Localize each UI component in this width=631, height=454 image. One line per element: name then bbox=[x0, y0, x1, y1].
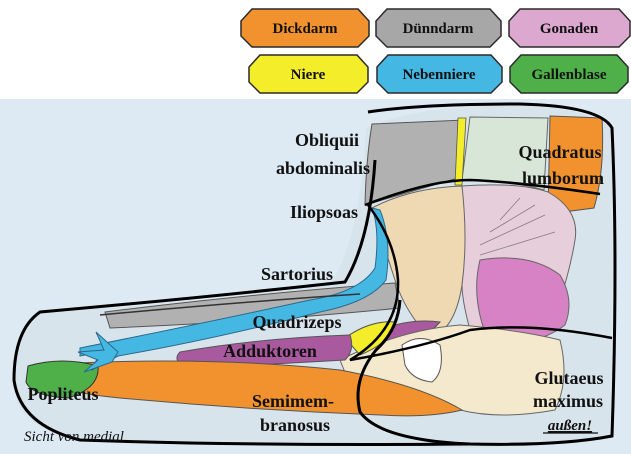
legend-label-dickdarm: Dickdarm bbox=[273, 21, 339, 37]
label-view: Sicht von medial bbox=[24, 429, 124, 445]
legend-item-gonaden: Gonaden bbox=[509, 9, 630, 47]
label-lumborum: lumborum bbox=[522, 168, 604, 188]
label-quadrizeps: Quadrizeps bbox=[252, 312, 341, 332]
label-semimembranosus-1: Semimem- bbox=[252, 391, 334, 411]
legend-item-nebenniere: Nebenniere bbox=[377, 55, 502, 93]
legend-item-duenndarm: Dünndarm bbox=[376, 9, 501, 47]
label-glutaeus: Glutaeus bbox=[534, 368, 603, 388]
legend-label-nebenniere: Nebenniere bbox=[402, 67, 475, 83]
label-iliopsoas: Iliopsoas bbox=[290, 202, 358, 222]
label-semimembranosus-2: branosus bbox=[260, 415, 330, 435]
legend-item-gallenblase: Gallenblase bbox=[510, 55, 628, 93]
label-aussen: außen! bbox=[548, 418, 592, 434]
label-quadratus: Quadratus bbox=[518, 142, 601, 162]
label-obliquii: Obliquii bbox=[295, 130, 359, 150]
legend-item-niere: Niere bbox=[249, 55, 368, 93]
label-popliteus: Popliteus bbox=[27, 384, 98, 404]
legend-label-niere: Niere bbox=[291, 67, 326, 83]
legend-label-gonaden: Gonaden bbox=[540, 21, 599, 37]
legend: Dickdarm Dünndarm Gonaden Niere Nebennie… bbox=[241, 9, 630, 93]
legend-item-dickdarm: Dickdarm bbox=[241, 9, 369, 47]
legend-label-gallenblase: Gallenblase bbox=[531, 67, 606, 83]
label-abdominalis: abdominalis bbox=[276, 158, 370, 178]
label-maximus: maximus bbox=[533, 391, 603, 411]
label-sartorius: Sartorius bbox=[261, 264, 333, 284]
legend-label-duenndarm: Dünndarm bbox=[403, 21, 474, 37]
label-adduktoren: Adduktoren bbox=[223, 341, 317, 361]
